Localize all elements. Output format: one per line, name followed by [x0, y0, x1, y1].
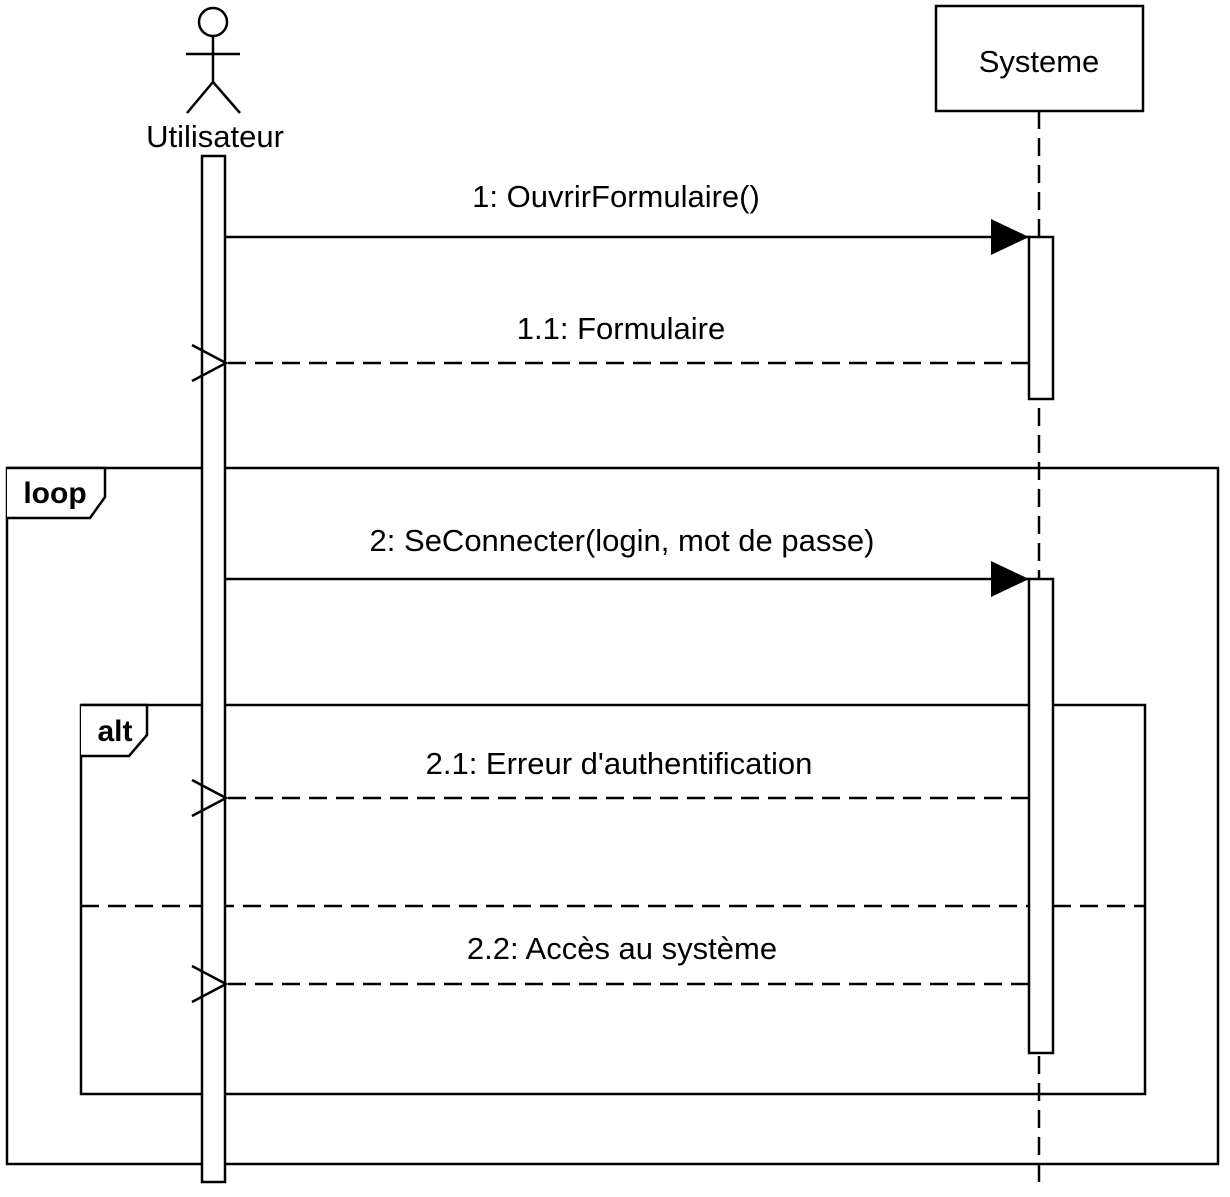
- message-2: 2: SeConnecter(login, mot de passe): [226, 523, 1029, 597]
- stick-figure-icon: [186, 6, 241, 114]
- actor-utilisateur: Utilisateur: [146, 6, 284, 154]
- actor-name: Utilisateur: [146, 119, 284, 154]
- utilisateur-activation-bar: [200, 154, 227, 1184]
- participant-box: [934, 4, 1145, 113]
- message-2-2: 2.2: Accès au système: [226, 931, 1029, 984]
- loop-operator-tab: [7, 466, 107, 520]
- systeme-activation-bar: [1027, 235, 1055, 401]
- alt-frame: [79, 703, 1147, 1096]
- message-1-1: 1.1: Formulaire: [226, 311, 1029, 363]
- loop-frame: [5, 466, 1220, 1166]
- loop-operator-label: loop: [23, 477, 86, 510]
- alt-fragment: alt: [79, 703, 1147, 1096]
- participant-systeme: Systeme: [934, 4, 1145, 113]
- loop-fragment: loop: [5, 466, 1220, 1166]
- message-1: 1: OuvrirFormulaire(): [226, 179, 1029, 255]
- message-label: 2.1: Erreur d'authentification: [426, 746, 813, 781]
- participant-name: Systeme: [979, 44, 1100, 79]
- alt-operator-tab: [81, 703, 149, 758]
- alt-operator-label: alt: [97, 715, 132, 748]
- message-label: 1: OuvrirFormulaire(): [472, 179, 760, 214]
- systeme-activation-bar: [1027, 577, 1055, 1055]
- message-2-1: 2.1: Erreur d'authentification: [226, 746, 1029, 798]
- message-label: 2: SeConnecter(login, mot de passe): [370, 523, 875, 558]
- message-label: 1.1: Formulaire: [517, 311, 725, 346]
- message-label: 2.2: Accès au système: [467, 931, 777, 966]
